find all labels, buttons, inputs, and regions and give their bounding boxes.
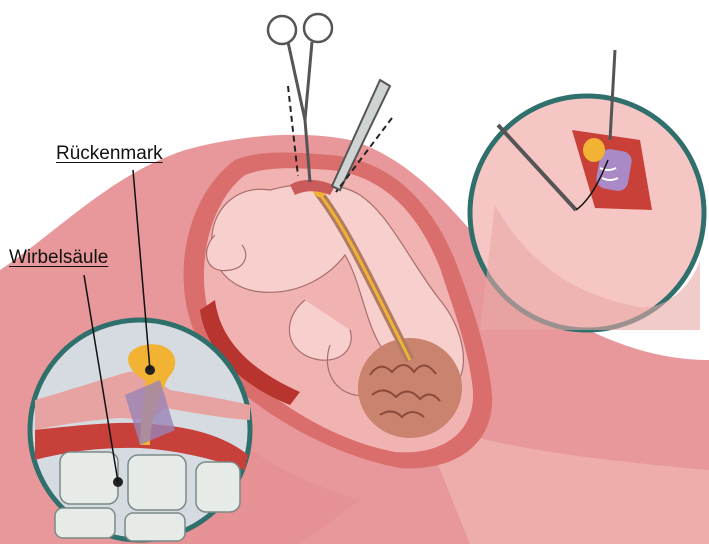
detail-circle-spine: [30, 320, 250, 541]
label-wirbelsaeule: Wirbelsäule: [9, 247, 108, 269]
detail-circle-suture: [470, 50, 704, 330]
label-rueckenmark: Rückenmark: [56, 143, 163, 165]
